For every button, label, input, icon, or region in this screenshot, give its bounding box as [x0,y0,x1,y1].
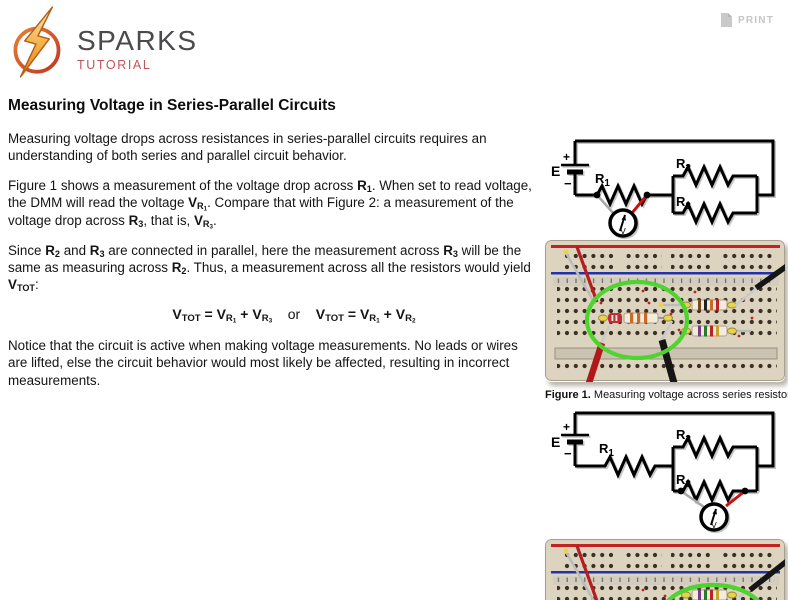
battery-label: E [551,434,560,450]
svg-text:V: V [620,226,626,236]
red-probe [585,325,611,382]
power-rail-red [551,544,780,547]
voltmeter: V [699,502,731,534]
print-button[interactable]: PRINT [720,13,774,28]
battery-label: E [551,163,560,179]
circuit-diagram-figure2: V E + − R1 R2 R3 [551,405,785,534]
paragraph-figure1: Figure 1 shows a measurement of the volt… [8,178,532,230]
black-probe [658,320,678,382]
voltmeter: V [608,208,640,240]
plus-label: + [563,150,570,164]
minus-label: − [564,176,572,191]
resistor-r1-label: R1 [599,441,614,459]
meter-lead-red [725,489,746,508]
figure-column: V E + − R1 R2 R3 [545,128,788,600]
resistor-r3-label: R3 [676,194,691,212]
minus-label: − [564,446,572,461]
probe-point-dots [590,289,754,338]
paragraph-parallel: Since R2 and R3 are connected in paralle… [8,242,531,294]
article: Measuring Voltage in Series-Parallel Cir… [8,97,540,402]
component-marker [608,313,622,323]
brand-subtitle: TUTORIAL [77,58,152,72]
red-wire [575,545,599,600]
resistor-r1-label: R1 [595,171,610,189]
resistor-r2-on-board [681,589,737,600]
voltage-equation: VTOT = VR1 + VR3 or VTOT = VR1 + VR2 [172,306,416,325]
paragraph-notice: Notice that the circuit is active when m… [8,338,518,388]
resistor-r1-on-board [598,312,673,324]
brand-name: SPARKS [77,25,198,56]
page-title: Measuring Voltage in Series-Parallel Cir… [8,97,336,114]
highlight-ellipse [584,279,690,361]
jumper-wire-silver [563,250,597,305]
breadboard-photo-figure1 [545,240,785,382]
figure1-caption: Figure 1. Measuring voltage across serie… [545,389,788,401]
resistor-r2-label: R2 [676,427,691,445]
black-wire-right [734,264,785,308]
highlight-ellipse [666,582,760,600]
meter-lead-gray [680,489,705,509]
meter-lead-red [630,194,649,214]
plus-label: + [563,420,570,434]
power-rail-blue [551,272,780,275]
print-label: PRINT [738,15,774,26]
resistor-r3-label: R3 [676,472,691,490]
sparks-logo[interactable]: SPARKS TUTORIAL [10,5,198,81]
power-rail-red [551,245,780,248]
meter-lead-gray [596,194,615,215]
red-wire [575,246,599,303]
print-page-icon [721,13,732,27]
breadboard-photo-figure2 [545,539,785,600]
svg-text:V: V [711,520,717,530]
resistor-r2-label: R2 [676,156,691,174]
paragraph-intro: Measuring voltage drops across resistanc… [8,131,487,164]
power-rail-blue [551,571,780,574]
jumper-wire-silver [563,549,595,600]
lightning-bolt-icon [13,6,61,78]
circuit-diagram-figure1: V E + − R1 R2 R3 [551,128,785,240]
resistor-r2-on-board [658,299,737,311]
